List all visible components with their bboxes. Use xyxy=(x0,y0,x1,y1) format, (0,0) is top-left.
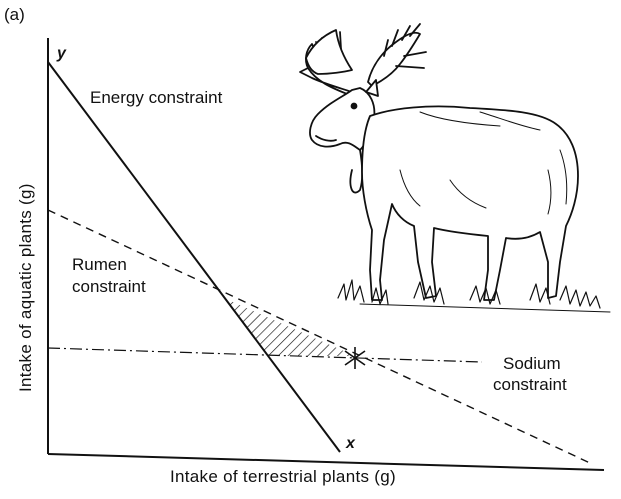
y-intercept-label: y xyxy=(56,45,67,62)
x-axis-title: Intake of terrestrial plants (g) xyxy=(170,467,396,486)
sodium-constraint-label-1: Sodium xyxy=(503,354,561,373)
rumen-constraint-label-2: constraint xyxy=(72,277,146,296)
moose-bell xyxy=(350,150,362,193)
moose-ground xyxy=(360,304,610,312)
energy-constraint-label: Energy constraint xyxy=(90,88,223,107)
x-intercept-label: x xyxy=(345,435,356,452)
moose-body xyxy=(362,106,578,300)
y-axis-title: Intake of aquatic plants (g) xyxy=(16,183,35,392)
moose-eye xyxy=(352,104,357,109)
sodium-constraint-label-2: constraint xyxy=(493,375,567,394)
rumen-constraint-label-1: Rumen xyxy=(72,255,127,274)
panel-label: (a) xyxy=(4,5,25,24)
moose-left-antler-palm xyxy=(306,30,352,74)
feasible-region xyxy=(224,298,355,356)
moose-illustration xyxy=(300,24,610,312)
